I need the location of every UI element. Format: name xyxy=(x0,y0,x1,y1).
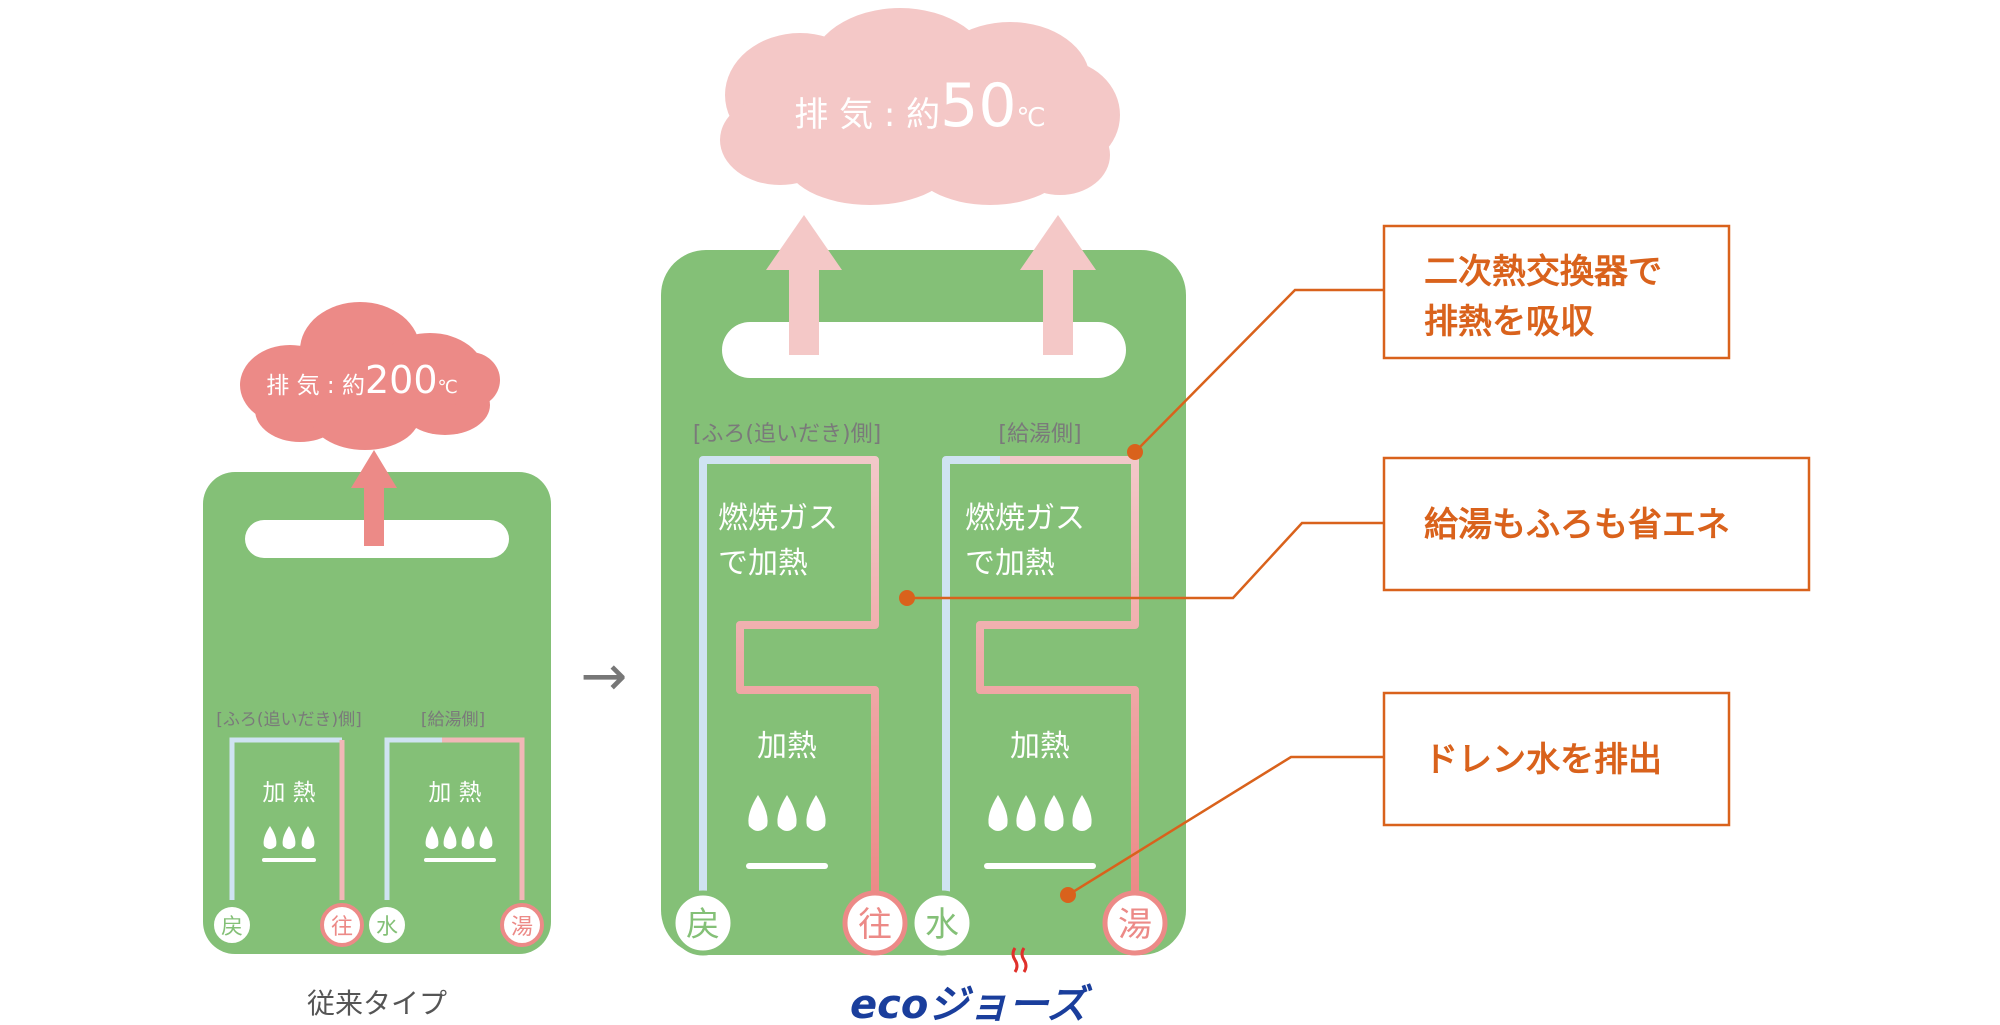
eco-supply-gas-text: 燃焼ガスで加熱 xyxy=(965,501,1085,581)
conventional-supply-label: [給湯側] xyxy=(421,710,485,730)
eco-supply-label: [給湯側] xyxy=(998,422,1081,447)
leader-dot-energy-saving xyxy=(899,590,915,606)
conventional-bath-label: [ふろ(追いだき)側] xyxy=(216,710,362,730)
annotations: 二次熱交換器で 排熱を吸収 給湯もふろも省エネ ドレン水を排出 xyxy=(899,224,1811,903)
annotation-energy-saving: 給湯もふろも省エネ xyxy=(1382,456,1811,592)
eco-jozu-logo: ecoジョーズ xyxy=(850,947,1093,1025)
conventional-bath-heating: 加 熱 xyxy=(262,780,315,806)
svg-text:往: 往 xyxy=(858,905,892,945)
eco-port-water: 水 xyxy=(909,890,975,956)
conventional-supply-flame-icons xyxy=(424,826,496,862)
eco-bath-flame-icons xyxy=(746,795,828,869)
conventional-port-outflow: 往 xyxy=(320,903,364,947)
conventional-port-return: 戻 xyxy=(210,903,254,947)
svg-text:ドレン水を排出: ドレン水を排出 xyxy=(1424,740,1662,780)
conventional-bath-flame-icons xyxy=(262,826,316,862)
large-exhaust-label: 排 気 : 約50℃ xyxy=(794,71,1045,141)
svg-text:排熱を吸収: 排熱を吸収 xyxy=(1424,302,1594,342)
svg-text:水: 水 xyxy=(376,915,398,940)
leader-dot-secondary-exchanger xyxy=(1127,444,1143,460)
transition-arrow-icon: → xyxy=(581,644,628,709)
svg-text:戻: 戻 xyxy=(221,915,243,940)
logo-heat-wave-icon xyxy=(1011,947,1028,973)
eco-port-outflow: 往 xyxy=(842,890,908,956)
svg-text:戻: 戻 xyxy=(686,905,720,945)
small-exhaust-cloud xyxy=(240,302,500,450)
conventional-bath-pipe xyxy=(229,737,345,900)
svg-text:往: 往 xyxy=(331,915,353,940)
conventional-unit: 排 気 : 約200℃ [ふろ(追いだき)側] [給湯側] 加 熱 加 熱 xyxy=(203,302,551,1020)
eco-port-return: 戻 xyxy=(670,890,736,956)
conventional-supply-pipe xyxy=(384,737,525,900)
eco-supply-flame-icons xyxy=(984,795,1096,869)
leader-line-energy-saving xyxy=(907,521,1384,600)
eco-bath-heating: 加熱 xyxy=(757,729,817,764)
small-exhaust-label: 排 気 : 約200℃ xyxy=(266,358,457,402)
annotation-secondary-exchanger: 二次熱交換器で 排熱を吸収 xyxy=(1382,224,1731,360)
eco-exhaust-arrow-right-icon xyxy=(1020,215,1096,355)
conventional-caption: 従来タイプ xyxy=(307,987,447,1020)
svg-text:二次熱交換器で: 二次熱交換器で xyxy=(1424,252,1662,292)
leader-line-drain xyxy=(1067,755,1384,897)
conventional-port-hot: 湯 xyxy=(500,903,544,947)
eco-exhaust-arrow-left-icon xyxy=(766,215,842,355)
annotation-drain: ドレン水を排出 xyxy=(1382,691,1731,827)
eco-unit-body xyxy=(661,250,1186,955)
svg-text:湯: 湯 xyxy=(1118,905,1152,945)
small-exhaust-arrow-icon xyxy=(351,450,397,546)
svg-text:水: 水 xyxy=(925,905,959,945)
eco-bath-label: [ふろ(追いだき)側] xyxy=(693,422,881,447)
conventional-port-water: 水 xyxy=(365,903,409,947)
eco-exhaust-slot xyxy=(722,322,1126,378)
eco-supply-heating: 加熱 xyxy=(1010,729,1070,764)
leader-dot-drain xyxy=(1060,887,1076,903)
conventional-supply-heating: 加 熱 xyxy=(428,780,481,806)
eco-bath-pipe xyxy=(699,456,879,895)
eco-port-hot: 湯 xyxy=(1102,890,1168,956)
large-exhaust-cloud xyxy=(720,8,1120,205)
svg-text:ecoジョーズ: ecoジョーズ xyxy=(850,982,1093,1025)
leader-line-secondary-exchanger xyxy=(1134,288,1384,453)
eco-unit: 排 気 : 約50℃ [ふろ(追いだき)側] [給湯側] 燃焼ガスで加 xyxy=(661,8,1186,1025)
eco-bath-gas-text: 燃焼ガスで加熱 xyxy=(718,501,838,581)
svg-text:湯: 湯 xyxy=(511,915,533,940)
svg-text:給湯もふろも省エネ: 給湯もふろも省エネ xyxy=(1424,505,1730,545)
